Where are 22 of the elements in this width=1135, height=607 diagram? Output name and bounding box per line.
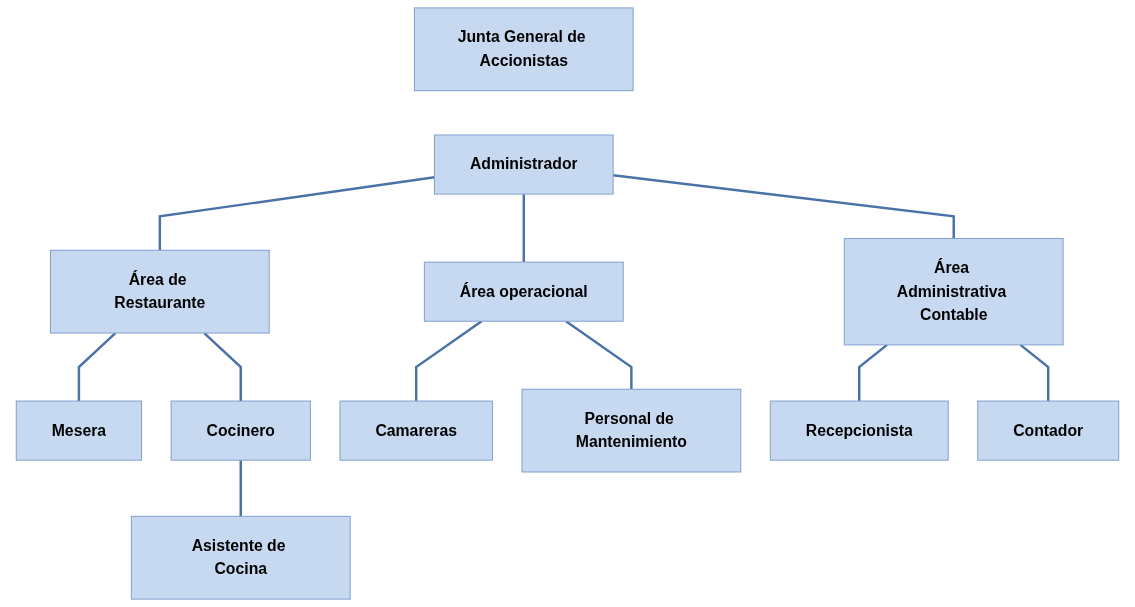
connector — [858, 343, 888, 402]
node-box: Cocinero — [170, 400, 311, 461]
connector — [158, 176, 435, 251]
connector — [522, 194, 525, 263]
connector — [1019, 343, 1050, 402]
connector — [414, 320, 483, 402]
node-box: Área Administrativa Contable — [843, 237, 1064, 346]
node-box: Recepcionista — [769, 400, 949, 461]
node-box: Mesera — [15, 400, 143, 461]
node-box: Asistente de Cocina — [130, 515, 351, 600]
node-box: Camareras — [339, 400, 493, 461]
node-box: Área operacional — [423, 261, 624, 322]
connector — [203, 332, 242, 402]
connector — [239, 460, 242, 517]
connector — [77, 332, 117, 402]
node-box: Administrador — [433, 134, 614, 195]
node-box: Junta General de Accionistas — [413, 7, 634, 92]
node-box: Área de Restaurante — [49, 249, 270, 334]
node-box: Contador — [977, 400, 1120, 461]
node-box: Personal de Mantenimiento — [521, 388, 742, 473]
connector — [565, 320, 633, 390]
connector — [613, 174, 955, 239]
